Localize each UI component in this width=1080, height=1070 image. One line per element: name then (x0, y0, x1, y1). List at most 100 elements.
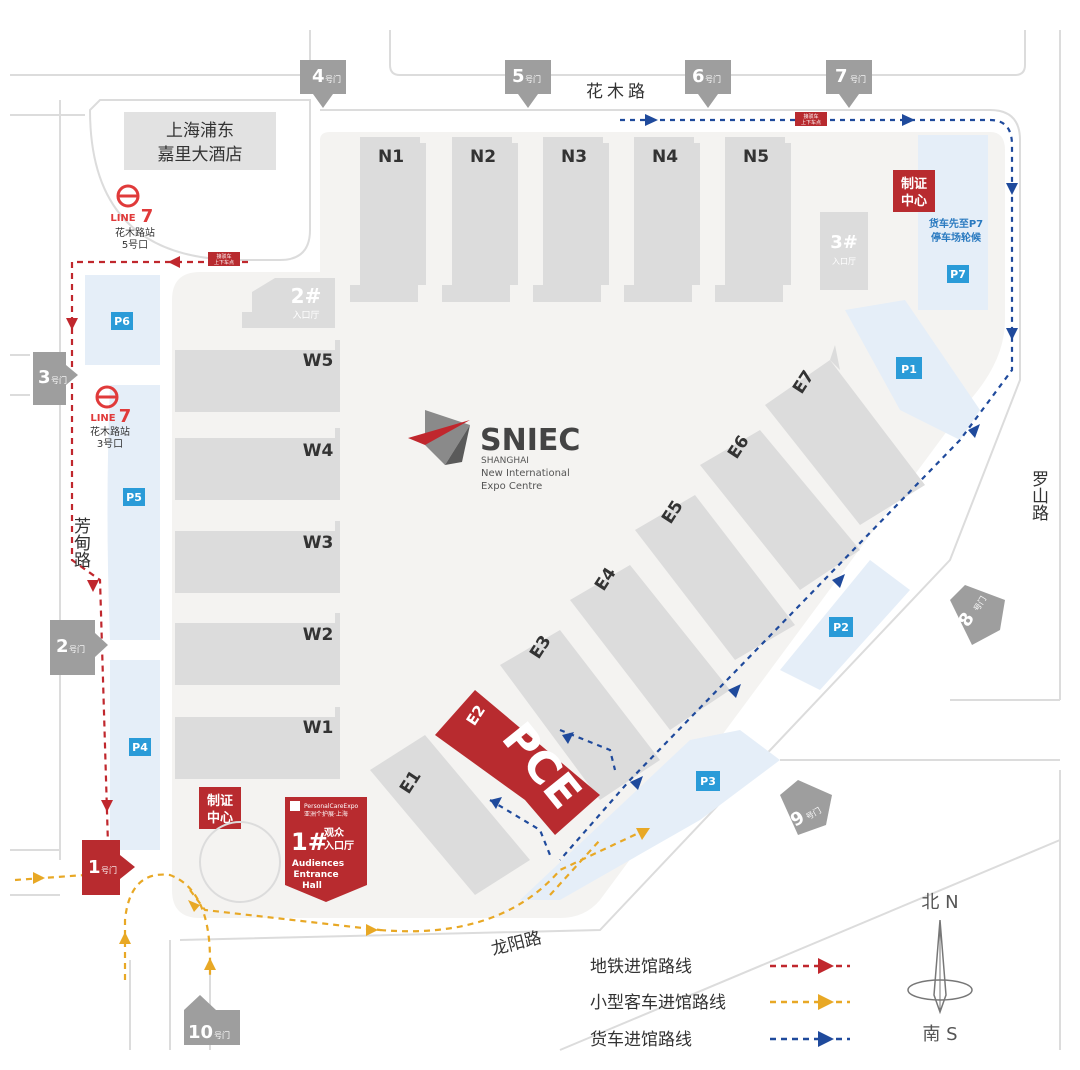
svg-text:花木路站: 花木路站 (115, 226, 155, 239)
entrance-1-l2: 入口厅 (324, 840, 354, 852)
svg-text:号门: 号门 (705, 74, 721, 84)
entrance-2-label: 入口厅 (292, 310, 319, 321)
svg-text:号门: 号门 (325, 74, 341, 84)
truck-arrows (490, 114, 1018, 809)
pce-brand: PersonalCareExpo (304, 803, 359, 810)
compass-icon: 北 N 南 S (907, 892, 973, 1045)
svg-text:号门: 号门 (69, 644, 85, 654)
gate-9[interactable]: 9 号门 (780, 780, 832, 835)
entrance-3-num: 3# (830, 232, 858, 253)
hall-e2-pce[interactable] (435, 690, 600, 835)
entrance-1-en2: Entrance (293, 870, 338, 880)
hall-w3: W3 (303, 533, 334, 553)
sniec-logo (408, 410, 470, 465)
svg-text:7: 7 (141, 206, 154, 227)
svg-text:3号口: 3号口 (97, 438, 123, 450)
venue-en3: Expo Centre (481, 481, 542, 492)
cert-sw-l1: 制证 (207, 793, 233, 809)
parking-labels: P6 P5 P4 P7 P1 P2 P3 (111, 265, 969, 791)
venue-en1: SHANGHAI (481, 456, 529, 466)
hall-w5: W5 (303, 351, 334, 371)
dropoff-north-l2: 上下车点 (801, 119, 821, 126)
hall-n1: N1 (378, 147, 404, 167)
svg-text:6: 6 (692, 66, 705, 87)
svg-text:南 S: 南 S (922, 1024, 957, 1045)
svg-text:花木路站: 花木路站 (90, 425, 130, 438)
entrance-3 (820, 212, 868, 290)
metro-arrow-3 (87, 580, 99, 592)
road-east: 罗山路 (1028, 470, 1049, 521)
road-west: 芳甸路 (70, 517, 91, 568)
dropoff-west-l2: 上下车点 (214, 259, 234, 266)
svg-text:号门: 号门 (51, 375, 67, 385)
entrance-2 (242, 278, 335, 328)
svg-text:10: 10 (188, 1022, 213, 1043)
svg-text:7: 7 (835, 66, 848, 87)
entrance-1[interactable]: PersonalCareExpo 亚洲个护展·上海 1# 观众 入口厅 Audi… (285, 797, 367, 902)
svg-text:2: 2 (56, 636, 69, 657)
svg-text:地铁进馆路线: 地铁进馆路线 (590, 957, 692, 977)
venue-en2: New International (481, 468, 570, 479)
car-arrows (33, 828, 650, 970)
legend: 地铁进馆路线 小型客车进馆路线 货车进馆路线 (590, 957, 850, 1050)
entrance-1-en3: Hall (302, 881, 322, 891)
hall-n4: N4 (652, 147, 678, 167)
truck-note-1: 货车先至P7 (929, 217, 983, 230)
truck-route (489, 118, 1014, 861)
venue-ground (172, 132, 1005, 918)
west-halls (175, 340, 340, 779)
east-halls (370, 345, 925, 895)
svg-text:P3: P3 (700, 775, 716, 788)
svg-text:号门: 号门 (101, 865, 117, 875)
svg-text:LINE: LINE (110, 213, 135, 224)
metro-arrow-1 (168, 256, 180, 268)
svg-text:号门: 号门 (214, 1030, 230, 1040)
svg-text:芳甸路: 芳甸路 (70, 517, 91, 568)
svg-text:号门: 号门 (525, 74, 541, 84)
svg-text:货车进馆路线: 货车进馆路线 (590, 1030, 692, 1050)
svg-text:号门: 号门 (850, 74, 866, 84)
hall-n5: N5 (743, 147, 769, 167)
cert-ne-l1: 制证 (901, 176, 927, 192)
hall-w1: W1 (303, 718, 334, 738)
metro-route (70, 260, 248, 846)
entrance-2-num: 2# (291, 284, 322, 308)
metro-arrow-4 (101, 800, 113, 812)
svg-text:P5: P5 (126, 491, 142, 504)
hall-n2: N2 (470, 147, 496, 167)
hotel-box (124, 112, 276, 170)
entrance-1-num: 1# (291, 828, 328, 856)
svg-text:小型客车进馆路线: 小型客车进馆路线 (590, 993, 726, 1013)
svg-text:1: 1 (88, 857, 101, 878)
roundabout (199, 821, 281, 903)
gate-8[interactable]: 8 号门 (950, 585, 1005, 645)
metro-icon-5: LINE 7 花木路站 5号口 (110, 184, 155, 251)
cert-center-ne[interactable] (893, 170, 935, 212)
car-route (14, 829, 646, 980)
svg-text:P7: P7 (950, 268, 966, 281)
svg-text:P2: P2 (833, 621, 849, 634)
hall-w2: W2 (303, 625, 334, 645)
svg-text:LINE: LINE (90, 413, 115, 424)
pce-brand-cn: 亚洲个护展·上海 (304, 810, 348, 818)
svg-text:罗山路: 罗山路 (1028, 470, 1049, 521)
metro-icon-3: LINE 7 花木路站 3号口 (90, 385, 131, 450)
svg-text:5号口: 5号口 (122, 239, 148, 251)
hall-n3: N3 (561, 147, 587, 167)
entrance-3-label: 入口厅 (832, 257, 856, 266)
hotel-name-1: 上海浦东 (166, 121, 234, 141)
hall-w4: W4 (303, 441, 334, 461)
metro-arrow-2 (66, 318, 78, 330)
venue-name: SNIEC (480, 423, 580, 458)
svg-text:P6: P6 (114, 315, 130, 328)
cert-sw-l2: 中心 (207, 810, 233, 826)
svg-text:北 N: 北 N (921, 892, 958, 913)
